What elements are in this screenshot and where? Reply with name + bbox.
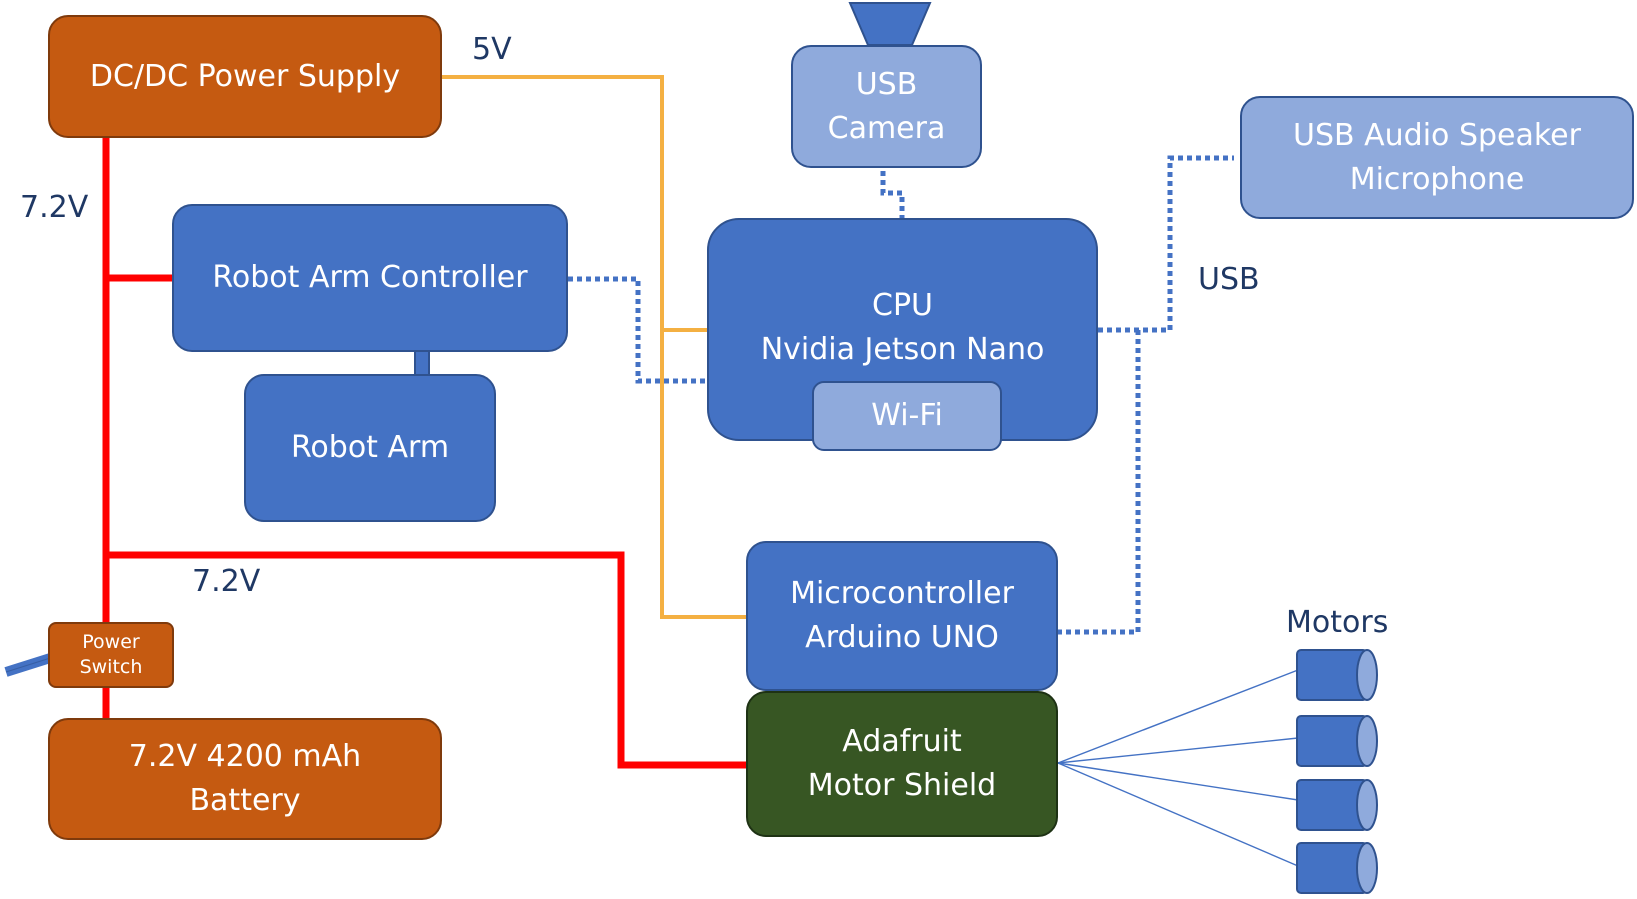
usb-audio-label-1: USB Audio Speaker xyxy=(1293,117,1581,153)
motor-wires xyxy=(1057,669,1299,867)
camera-lens-icon xyxy=(848,2,932,46)
usb-connections xyxy=(568,155,1234,635)
battery: 7.2V 4200 mAh Battery xyxy=(48,718,442,840)
label-5v: 5V xyxy=(472,32,512,67)
micro-label-1: Microcontroller xyxy=(790,576,1014,611)
dcdc-label: DC/DC Power Supply xyxy=(89,58,401,94)
cpu-label-2: Nvidia Jetson Nano xyxy=(760,332,1045,367)
power-switch-label-1: Power xyxy=(82,631,140,653)
label-usb: USB xyxy=(1198,262,1260,297)
robot-arm-label: Robot Arm xyxy=(290,430,450,465)
power-bus-7v2 xyxy=(102,138,746,769)
motor-2 xyxy=(1296,715,1378,767)
usb-camera-label-1: USB xyxy=(855,66,918,102)
robot-arm: Robot Arm xyxy=(244,374,496,522)
power-switch: Power Switch xyxy=(48,622,174,688)
wifi-module: Wi-Fi xyxy=(812,381,1002,451)
battery-label-2: Battery xyxy=(189,783,301,818)
wifi-label: Wi-Fi xyxy=(871,398,943,433)
microcontroller-arduino-uno: Microcontroller Arduino UNO xyxy=(746,541,1058,691)
motor-shield-label-2: Motor Shield xyxy=(807,768,997,803)
label-7v2-top: 7.2V xyxy=(20,190,89,225)
cpu-label-1: CPU xyxy=(872,288,933,323)
robot-arm-controller-label: Robot Arm Controller xyxy=(212,260,528,295)
motor-1 xyxy=(1296,649,1378,701)
usb-audio-label-2: Microphone xyxy=(1349,161,1525,197)
motor-shield-label-1: Adafruit xyxy=(842,724,962,759)
usb-camera: USB Camera xyxy=(791,45,982,168)
label-motors: Motors xyxy=(1286,605,1389,640)
micro-label-2: Arduino UNO xyxy=(805,620,999,655)
power-switch-label-2: Switch xyxy=(79,656,143,678)
dcdc-power-supply: DC/DC Power Supply xyxy=(48,15,442,138)
motor-3 xyxy=(1296,779,1378,831)
label-7v2-mid: 7.2V xyxy=(192,564,261,599)
usb-camera-label-2: Camera xyxy=(827,110,946,146)
usb-audio-speaker-microphone: USB Audio Speaker Microphone xyxy=(1240,96,1634,219)
motor-4 xyxy=(1296,842,1378,894)
adafruit-motor-shield: Adafruit Motor Shield xyxy=(746,691,1058,837)
battery-label-1: 7.2V 4200 mAh xyxy=(128,739,362,774)
robot-arm-controller: Robot Arm Controller xyxy=(172,204,568,352)
power-line-5v xyxy=(442,75,746,619)
